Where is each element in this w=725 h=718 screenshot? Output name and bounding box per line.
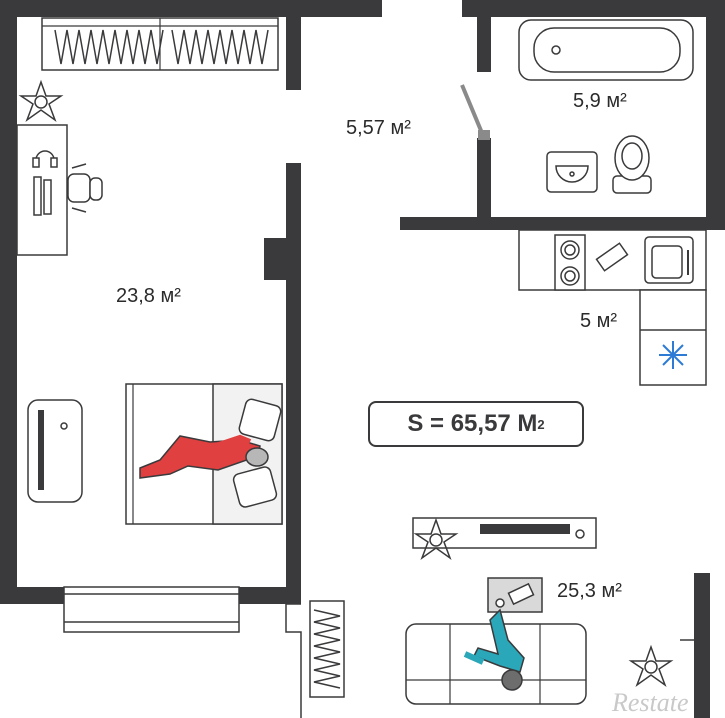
plant-icon [413,517,459,561]
toilet [612,135,652,194]
wall-bedroom-right [286,163,301,604]
wall-bath-left-upper [477,0,491,72]
snowflake-icon [659,341,687,369]
bathroom-door [460,84,490,140]
wall-top-left [0,0,382,17]
living-radiator [309,600,345,698]
wardrobe [41,17,279,71]
wall-bath-bottom [400,217,725,230]
chair [67,163,103,213]
kitchen-counter [518,229,707,386]
corridor-area: 5,57 м² [346,117,411,139]
bathtub [518,19,694,81]
total-area-text: S = 65,57 M [407,410,538,437]
monitor-icon [33,176,42,216]
keyboard-icon [43,179,52,215]
bedroom-area: 23,8 м² [116,285,181,307]
kitchen-area: 5 м² [580,310,618,332]
plant-icon [628,644,674,688]
coffee-table [487,577,543,613]
living-window-left [285,603,302,718]
wall-top-right [462,0,725,17]
headphones-icon [32,150,58,168]
wall-bath-left-lower [477,138,491,230]
living-person [463,608,525,691]
watermark: Restate [612,688,689,717]
bedroom-window [63,586,240,633]
wall-left [0,0,17,604]
bedroom-person [139,434,269,479]
total-area-unit-sup: 2 [537,416,545,432]
wall-column [264,238,288,280]
wall-right-upper [706,0,725,230]
sink [546,151,598,193]
plant-icon [18,79,64,123]
bedroom-tv [27,399,83,503]
tv-unit [412,517,597,549]
wall-right-lower [694,573,710,718]
wall-bedroom-top-stub [286,0,301,90]
living-area: 25,3 м² [557,580,622,602]
wall-bottom-mid [239,587,301,604]
bathroom-area: 5,9 м² [573,90,627,112]
wall-bottom-left [0,587,64,604]
desk [16,124,103,256]
